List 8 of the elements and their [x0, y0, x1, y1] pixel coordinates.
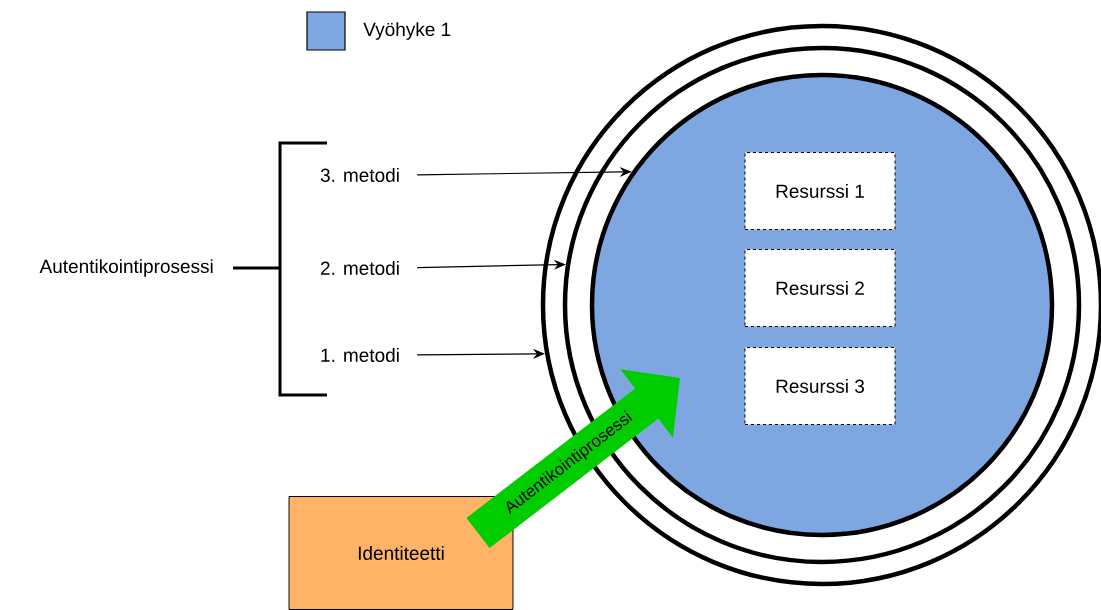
- resource-box: Resurssi 3: [744, 347, 896, 425]
- resource-box: Resurssi 1: [744, 152, 896, 230]
- resource-box: Resurssi 2: [744, 249, 896, 327]
- method-label: 2. metodi: [321, 261, 399, 275]
- method-label: 3. metodi: [320, 168, 399, 182]
- text-label: Autentikointiprosessi: [39, 259, 213, 277]
- legend-text: Vyöhyke 1: [363, 22, 451, 40]
- method-label: 1. metodi: [321, 348, 399, 362]
